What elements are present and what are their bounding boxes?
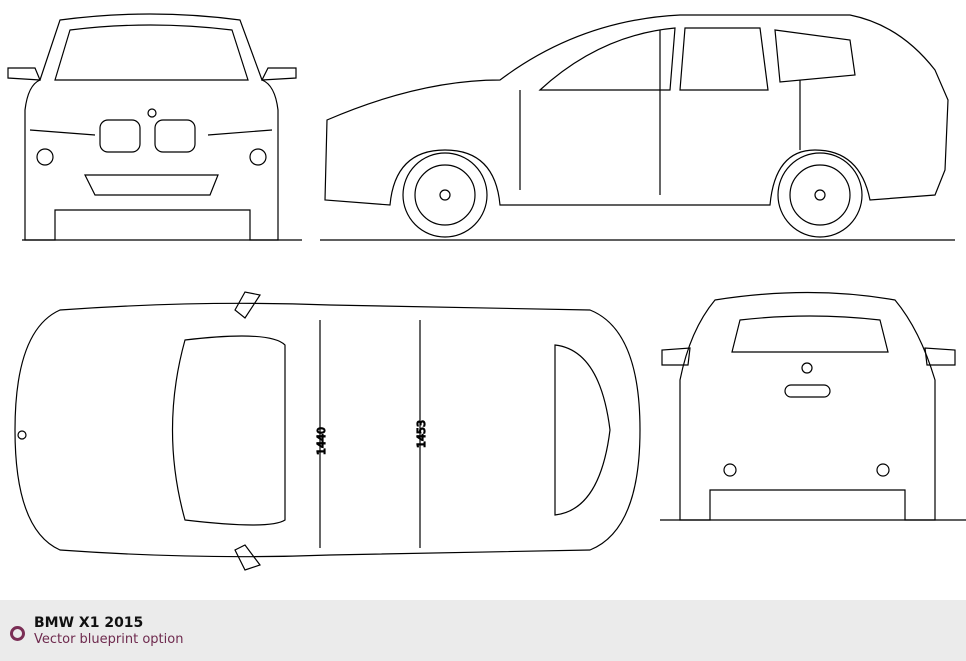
blueprint-drawing: 1440 1453	[7, 13, 966, 571]
caption-subtitle: Vector blueprint option	[34, 632, 184, 647]
caption-bar: BMW X1 2015 Vector blueprint option	[0, 600, 966, 661]
front-track-dimension: 1440	[315, 427, 328, 455]
side-view	[320, 14, 955, 241]
bullet-icon	[10, 626, 25, 641]
front-view	[7, 13, 302, 241]
rear-track-dimension: 1453	[415, 420, 428, 448]
top-view: 1440 1453	[14, 291, 641, 571]
rear-view	[660, 291, 966, 521]
caption-title: BMW X1 2015	[34, 615, 144, 631]
